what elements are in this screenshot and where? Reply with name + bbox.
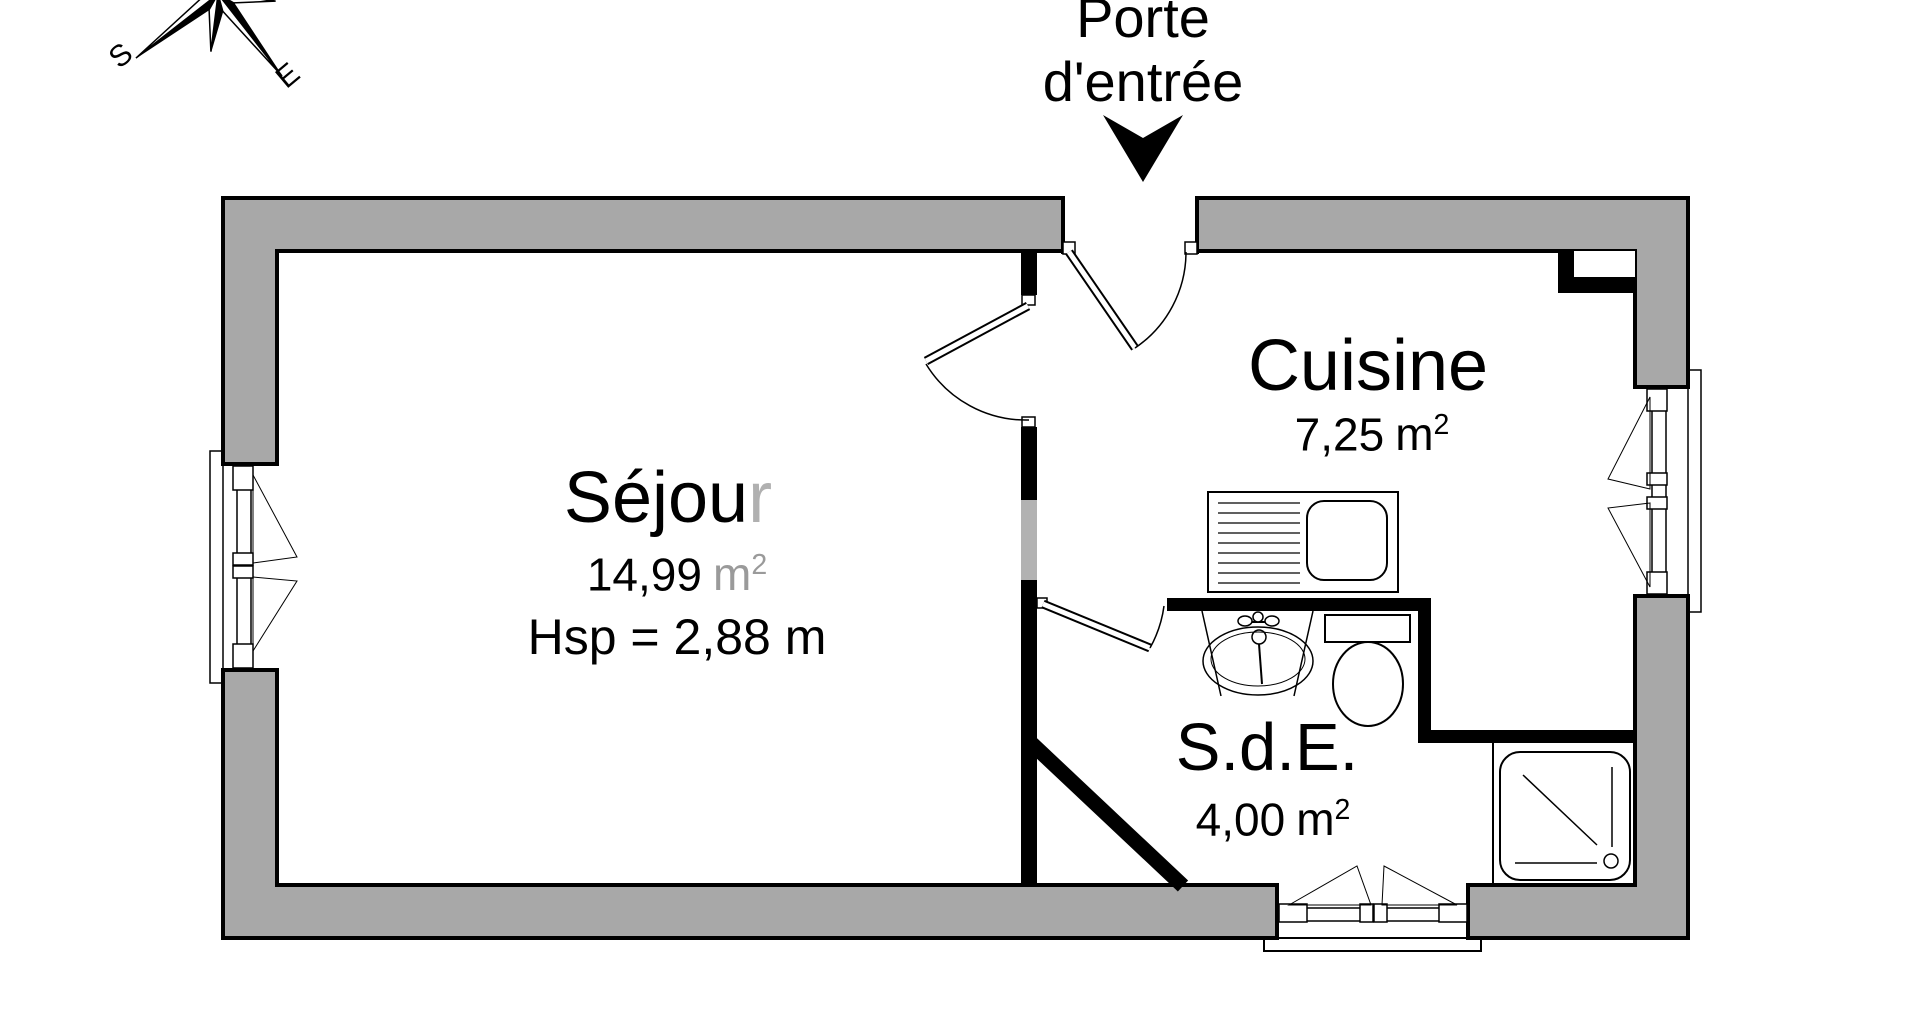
sde-top-wall [1167,598,1431,611]
sejour-area-unit: m [712,548,752,601]
sejour-room-name: Séjour [564,462,772,534]
sejour-ceiling-height: Hsp = 2,88 m [527,609,827,665]
wall-opening-entrance [1061,193,1199,256]
kitchen-duct [1558,251,1635,293]
sde-right-wall [1418,598,1431,743]
sde-area-unit: m [1296,793,1335,846]
sde-entrance-door [1036,597,1165,653]
sde-room-name: S.d.E. [1175,710,1359,785]
compass-letter-east: E [270,57,307,95]
left-window [209,450,298,684]
washbasin [1201,610,1314,697]
sde-area-exponent: 2 [1334,794,1351,826]
sejour-area-value: 14,99 [586,548,702,601]
toilet [1324,614,1411,727]
cuisine-area-unit: m [1395,408,1434,461]
sejour-name-text: Séjou [563,458,749,538]
sejour-name-faded-text: r [748,458,773,538]
compass-rose-icon [135,0,283,77]
outer-wall-band [221,196,1690,940]
sde-area-value: 4,00 [1195,793,1286,846]
partition-wall [1021,249,1037,885]
sejour-area-exponent: 2 [751,549,768,581]
door-threshold [1263,937,1482,952]
entrance-label-line2: d'entrée [1042,50,1244,113]
entrance-arrow-icon [1103,115,1183,182]
cuisine-room-name: Cuisine [1247,326,1489,406]
cuisine-area-exponent: 2 [1433,409,1450,441]
compass-letter-south: S [103,37,140,75]
diagonal-wall [1023,735,1189,892]
wall-opening-right-window [1633,385,1690,598]
right-window [1607,369,1702,613]
kitchen-sink-unit [1207,491,1399,593]
entrance-label-line1: Porte [1076,0,1210,49]
shower-wall [1428,730,1633,743]
entrance-door-label: Porte d'entrée [1043,0,1244,114]
sejour-door [923,302,1031,421]
entrance-door [1062,241,1198,351]
shower-enclosure [1492,743,1631,884]
cuisine-area-value: 7,25 [1294,408,1385,461]
bottom-french-window [1263,865,1482,952]
